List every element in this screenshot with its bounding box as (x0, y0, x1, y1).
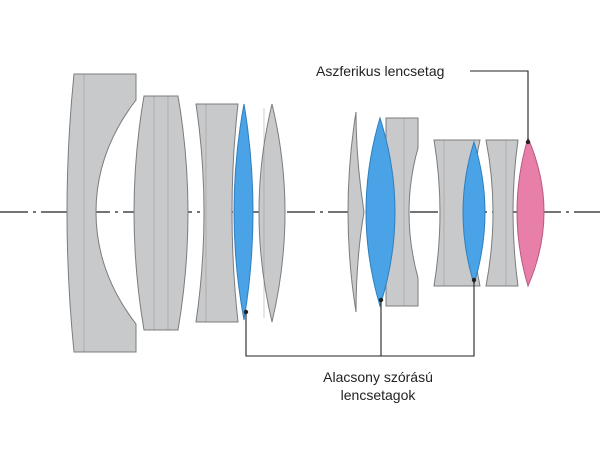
lens-element-8 (385, 117, 419, 307)
aspherical-element (516, 136, 545, 288)
low-dispersion-element-1 (233, 103, 254, 321)
lens-element-3 (195, 103, 239, 323)
low-dispersion-leader-line (245, 280, 475, 357)
aspherical-label: Aszferikus lencsetag (316, 63, 445, 79)
lens-element-5 (258, 103, 286, 323)
low-dispersion-label-line2: lencsetagok (340, 387, 416, 403)
aspherical-leader-line (470, 70, 529, 142)
lens-element-2 (133, 95, 189, 331)
lens-element-1 (66, 73, 137, 353)
low-dispersion-label: Alacsony szórású lencsetagok (298, 368, 458, 404)
lens-element-6 (347, 111, 365, 313)
lens-element-11 (485, 139, 519, 287)
low-dispersion-label-line1: Alacsony szórású (323, 369, 433, 385)
low-dispersion-element-2 (365, 116, 396, 308)
